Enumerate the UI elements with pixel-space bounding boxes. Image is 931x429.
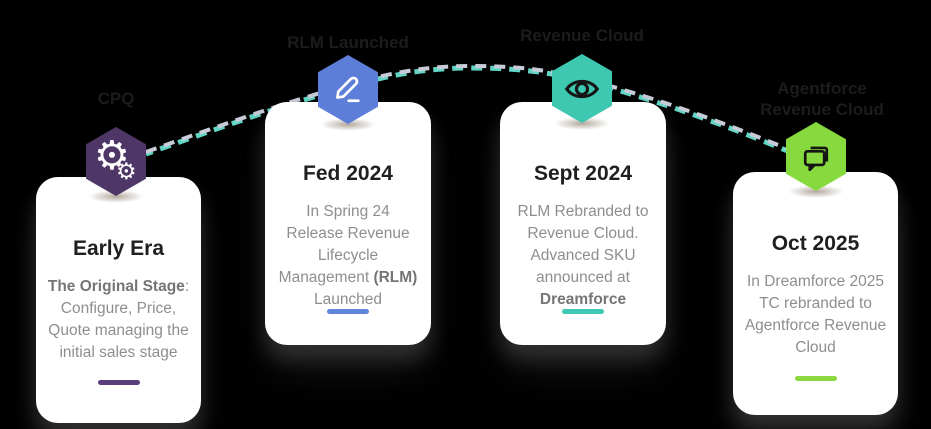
- hexagon-shadow: [320, 118, 376, 131]
- accent-bar: [794, 376, 837, 381]
- connector-main-path: [145, 63, 796, 154]
- stage-hexagon: [86, 127, 146, 196]
- stage-card: Sept 2024 RLM Rebranded to Revenue Cloud…: [500, 102, 666, 345]
- accent-bar: [97, 380, 140, 385]
- stage-label: Revenue Cloud: [520, 26, 644, 45]
- chat-icon: [803, 146, 829, 171]
- stage-hexagon: [318, 55, 378, 124]
- stage-date: Sept 2024: [533, 162, 633, 185]
- stage-date: Early Era: [72, 237, 165, 260]
- eye-icon: [564, 79, 600, 98]
- stage-card: Fed 2024 In Spring 24 Release Revenue Li…: [265, 102, 431, 345]
- stage-card: Early Era The Original Stage: Configure,…: [36, 177, 201, 423]
- stage-description: In Dreamforce 2025 TC rebranded to Agent…: [744, 273, 887, 357]
- accent-bar: [562, 309, 604, 314]
- stage-hexagon: [786, 122, 846, 191]
- stage-hexagon: [552, 54, 612, 123]
- stage-label: CPQ: [97, 89, 135, 108]
- pen-icon: [336, 76, 360, 102]
- hexagon-shadow: [554, 117, 610, 130]
- stage-card: Oct 2025 In Dreamforce 2025 TC rebranded…: [733, 172, 898, 415]
- stage-label: RLM Launched: [287, 33, 409, 52]
- hexagon-shadow: [88, 190, 144, 203]
- gear-icon: [86, 127, 146, 196]
- accent-bar: [327, 309, 369, 314]
- stage-label: Agentforce Revenue Cloud: [760, 79, 884, 120]
- stage-description: RLM Rebranded to Revenue Cloud. Advanced…: [517, 203, 649, 309]
- stage-description: The Original Stage: Configure, Price, Qu…: [47, 278, 190, 362]
- stage-date: Oct 2025: [771, 232, 860, 255]
- stage-date: Fed 2024: [303, 162, 393, 185]
- stage-description: In Spring 24 Release Revenue Lifecycle M…: [278, 203, 418, 309]
- connector-accent-path: [145, 65, 796, 157]
- hexagon-shadow: [788, 185, 844, 198]
